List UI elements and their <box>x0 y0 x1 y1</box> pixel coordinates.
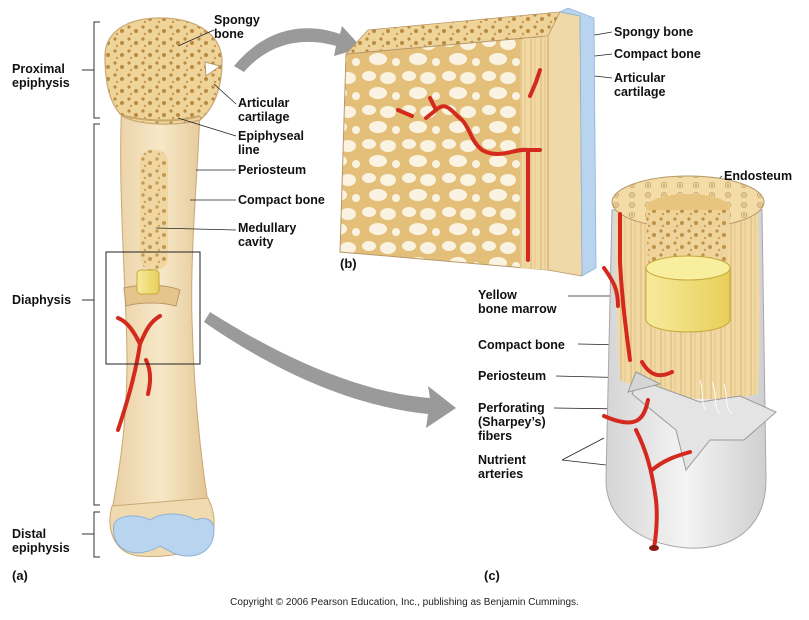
medullary-cavity-mark <box>140 150 168 270</box>
compact-layer <box>520 36 548 270</box>
artery-c <box>602 212 692 550</box>
label-compact-bone-b: Compact bone <box>614 47 701 61</box>
block-front <box>339 35 549 271</box>
bracket-proximal <box>82 21 100 119</box>
label-compact-bone-a: Compact bone <box>238 193 325 207</box>
label-endosteum: Endosteum <box>724 169 793 183</box>
cartilage-layer <box>558 7 597 277</box>
distal-cartilage <box>113 513 215 557</box>
artery-b <box>396 68 542 262</box>
endosteum-region <box>646 210 730 268</box>
panel-label-c: (c) <box>484 568 500 583</box>
bracket-lines <box>82 21 100 558</box>
bracket-distal <box>82 511 100 558</box>
sharpey-fibers <box>699 379 733 415</box>
block-side <box>547 11 583 277</box>
label-medullary-cavity: Medullary cavity <box>238 221 297 249</box>
zoom-box-a <box>105 251 201 365</box>
label-articular-cartilage-a: Articular cartilage <box>238 96 290 124</box>
copyright-notice: Copyright © 2006 Pearson Education, Inc.… <box>230 597 579 608</box>
proximal-head <box>104 17 223 125</box>
label-periosteum-a: Periosteum <box>238 163 307 177</box>
spongy-bone-block <box>339 7 597 277</box>
marrow-plug <box>136 269 160 295</box>
panel-label-b: (b) <box>340 256 357 271</box>
label-perforating-fibers: Perforating (Sharpey’s) fibers <box>478 401 546 443</box>
marrow-cylinder <box>645 267 731 333</box>
zoom-arrows <box>204 26 456 428</box>
epiphyseal-line-mark <box>123 115 201 122</box>
label-periosteum-c: Periosteum <box>478 369 547 383</box>
peeled-periosteum <box>631 379 777 472</box>
panel-label-a: (a) <box>12 568 28 583</box>
bone-segment <box>602 175 777 551</box>
label-diaphysis: Diaphysis <box>12 293 72 307</box>
artery-a <box>116 314 162 432</box>
label-spongy-bone-a: Spongy bone <box>214 13 260 41</box>
label-epiphyseal-line: Epiphyseal line <box>238 129 304 157</box>
periosteum-flap <box>627 371 662 393</box>
marrow-top <box>645 255 731 281</box>
label-compact-bone-c: Compact bone <box>478 338 565 352</box>
label-nutrient-arteries: Nutrient arteries <box>478 453 526 481</box>
long-bone <box>104 17 223 557</box>
label-distal-epiphysis: Distal epiphysis <box>12 527 70 555</box>
arrow-to-c <box>204 312 456 428</box>
label-articular-cartilage-b: Articular cartilage <box>614 71 666 99</box>
label-yellow-bone-marrow: Yellow bone marrow <box>478 288 557 316</box>
label-proximal-epiphysis: Proximal epiphysis <box>12 62 70 90</box>
bracket-diaphysis <box>82 123 100 506</box>
artery-c-end <box>649 545 659 551</box>
label-spongy-bone-b: Spongy bone <box>614 25 694 39</box>
articular-notch <box>204 61 222 77</box>
arrow-to-b <box>234 26 362 72</box>
